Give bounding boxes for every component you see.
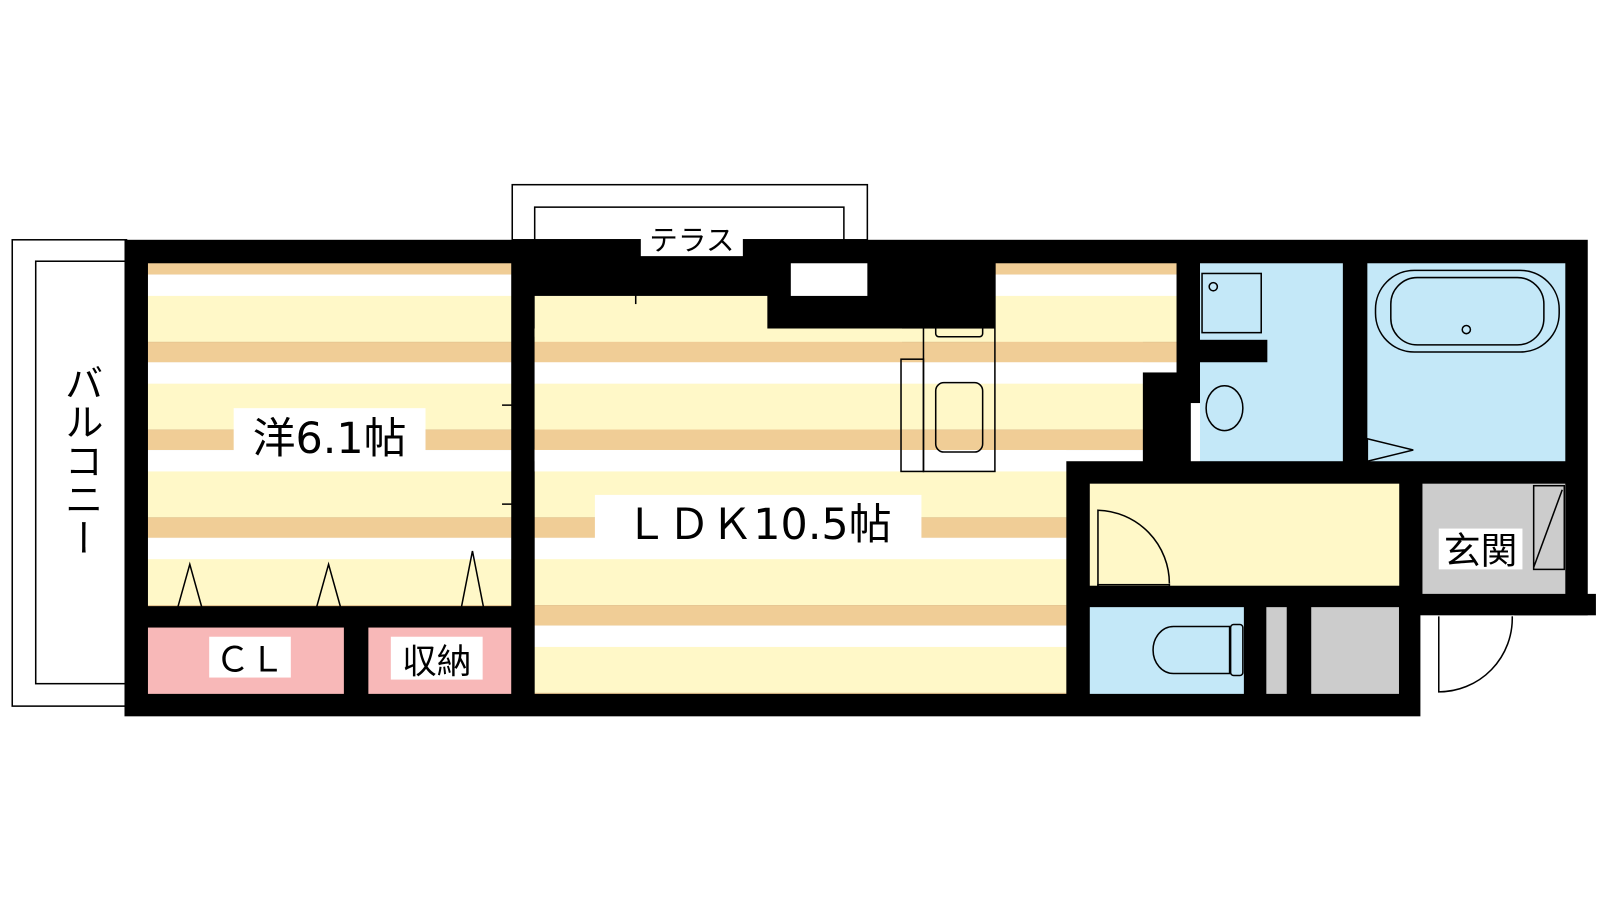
storage-door[interactable]: [372, 607, 485, 628]
closet-label: ＣＬ: [215, 640, 284, 680]
hall-door[interactable]: [1067, 494, 1089, 672]
entrance-label: 玄関: [1444, 529, 1517, 572]
front-door[interactable]: [1438, 595, 1514, 616]
ldk-room: [534, 263, 1177, 694]
storage-label: 収納: [402, 642, 471, 682]
balcony: バルコニー: [11, 239, 128, 707]
washroom: [1190, 263, 1344, 482]
stove-icon: [934, 282, 984, 338]
washroom-door[interactable]: [1199, 461, 1344, 482]
entrance: 玄関: [1422, 483, 1566, 693]
ldk-label: ＬＤＫ10.5帖: [625, 500, 892, 550]
balcony-label: バルコニー: [58, 363, 103, 557]
terrace: テラス: [511, 183, 869, 272]
storage-space: [1266, 607, 1287, 694]
washbasin-icon: [1205, 384, 1244, 432]
toilet-room: [1089, 607, 1244, 694]
toilet-door-swing[interactable]: [1097, 509, 1171, 589]
kitchen-counter: [900, 262, 996, 473]
washing-machine-icon: [1201, 272, 1262, 334]
bathroom-door[interactable]: [1344, 368, 1366, 462]
western-label: 洋6.1帖: [253, 414, 407, 464]
bathtub-icon: [1374, 269, 1560, 353]
bathroom: [1344, 263, 1566, 463]
terrace-label: テラス: [649, 223, 734, 257]
hallway: [1067, 482, 1422, 672]
shoe-box: [1532, 484, 1566, 571]
toilet-icon: [1152, 625, 1231, 675]
sink-icon: [934, 381, 984, 453]
storage-space-2: [1311, 607, 1399, 694]
